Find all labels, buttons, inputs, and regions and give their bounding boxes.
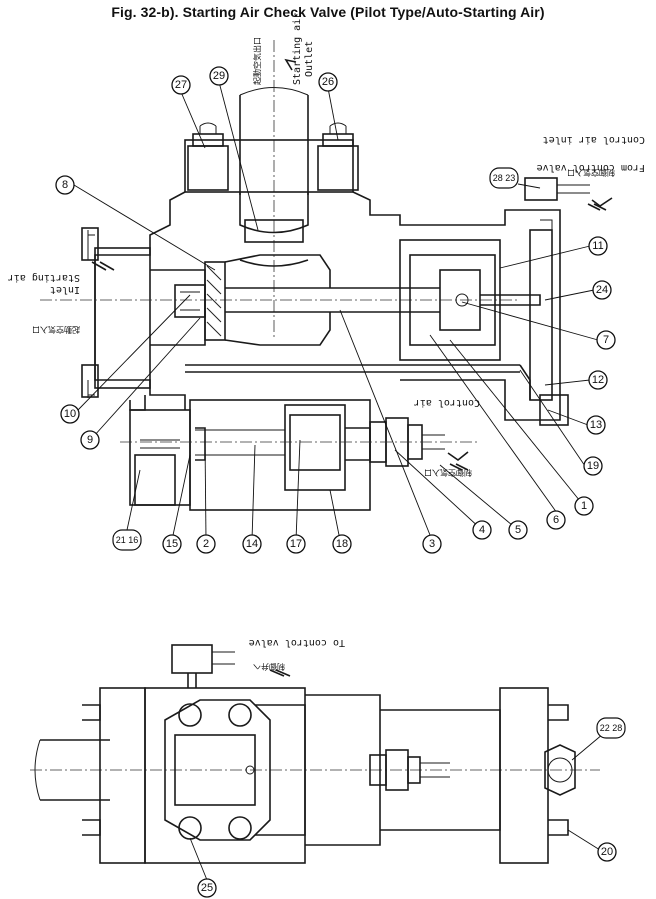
part-17: 17 [286, 534, 306, 554]
svg-text:19: 19 [587, 460, 599, 472]
svg-text:11: 11 [592, 240, 603, 252]
svg-text:21 16: 21 16 [116, 535, 139, 545]
svg-text:25: 25 [201, 882, 213, 894]
lower-plan-view [30, 644, 600, 864]
part-19: 19 [583, 456, 603, 476]
svg-text:9: 9 [87, 434, 93, 446]
part-10: 10 [60, 404, 80, 424]
part-14: 14 [242, 534, 262, 554]
svg-text:1: 1 [581, 500, 587, 512]
svg-text:Control air inlet: Control air inlet [543, 134, 645, 145]
svg-text:8: 8 [62, 179, 68, 191]
part-6: 6 [546, 510, 566, 530]
svg-text:制御弁へ: 制御弁へ [253, 662, 285, 672]
svg-text:2: 2 [203, 538, 209, 550]
svg-text:制御空気入口: 制御空気入口 [567, 168, 615, 178]
svg-text:Outlet: Outlet [304, 41, 315, 77]
svg-text:24: 24 [596, 284, 608, 296]
part-3: 3 [422, 534, 442, 554]
svg-text:26: 26 [322, 76, 334, 88]
part-24: 24 [592, 280, 612, 300]
part-7: 7 [596, 330, 616, 350]
svg-text:Starting air: Starting air [292, 13, 303, 85]
part-2: 2 [196, 534, 216, 554]
svg-text:3: 3 [429, 538, 435, 550]
part-29: 29 [209, 66, 229, 86]
part-15: 15 [162, 534, 182, 554]
svg-text:起動空気出口: 起動空気出口 [252, 37, 262, 85]
svg-text:10: 10 [64, 408, 76, 420]
upper-section-view [40, 40, 613, 511]
svg-text:22 28: 22 28 [600, 723, 623, 733]
svg-text:17: 17 [290, 538, 302, 550]
svg-text:7: 7 [603, 334, 609, 346]
part-28-23: 28 23 [489, 167, 519, 189]
part-13: 13 [586, 415, 606, 435]
svg-text:Control air: Control air [414, 397, 480, 408]
svg-text:From control valve: From control valve [537, 162, 645, 173]
svg-text:28 23: 28 23 [493, 173, 516, 183]
part-1: 1 [574, 496, 594, 516]
svg-text:29: 29 [213, 70, 225, 82]
svg-text:Inlet: Inlet [50, 284, 80, 295]
control-air-side-label: Control air 制御空気入口 [414, 397, 480, 478]
svg-text:6: 6 [553, 514, 559, 526]
part-25: 25 [197, 878, 217, 898]
to-control-valve-label: To control valve 制御弁へ [249, 637, 345, 672]
part-balloons: 27 29 26 28 23 8 11 24 7 12 13 19 1 6 5 … [55, 66, 626, 898]
svg-text:20: 20 [601, 846, 613, 858]
control-air-inlet-label: From control valve Control air inlet 制御空… [537, 134, 645, 178]
part-9: 9 [80, 430, 100, 450]
svg-text:15: 15 [166, 538, 178, 550]
svg-text:13: 13 [590, 419, 602, 431]
part-21-16: 21 16 [112, 529, 142, 551]
part-22-28: 22 28 [596, 717, 626, 739]
svg-text:制御空気入口: 制御空気入口 [424, 468, 472, 478]
part-18: 18 [332, 534, 352, 554]
part-12: 12 [588, 370, 608, 390]
part-27: 27 [171, 75, 191, 95]
svg-text:18: 18 [336, 538, 348, 550]
svg-text:Starting air: Starting air [8, 272, 80, 283]
svg-text:4: 4 [479, 524, 485, 536]
part-8: 8 [55, 175, 75, 195]
svg-text:起動空気入口: 起動空気入口 [32, 325, 80, 335]
starting-air-inlet-label: Starting air Inlet 起動空気入口 [8, 272, 80, 335]
svg-text:5: 5 [515, 524, 521, 536]
svg-text:To control valve: To control valve [249, 637, 345, 648]
figure-title: Fig. 32-b). Starting Air Check Valve (Pi… [111, 4, 545, 20]
svg-text:12: 12 [592, 374, 604, 386]
part-4: 4 [472, 520, 492, 540]
svg-text:14: 14 [246, 538, 258, 550]
part-5: 5 [508, 520, 528, 540]
svg-text:27: 27 [175, 79, 187, 91]
part-26: 26 [318, 72, 338, 92]
part-20: 20 [597, 842, 617, 862]
starting-air-outlet-label: Starting air Outlet 起動空気出口 [252, 13, 315, 85]
part-11: 11 [588, 236, 608, 256]
